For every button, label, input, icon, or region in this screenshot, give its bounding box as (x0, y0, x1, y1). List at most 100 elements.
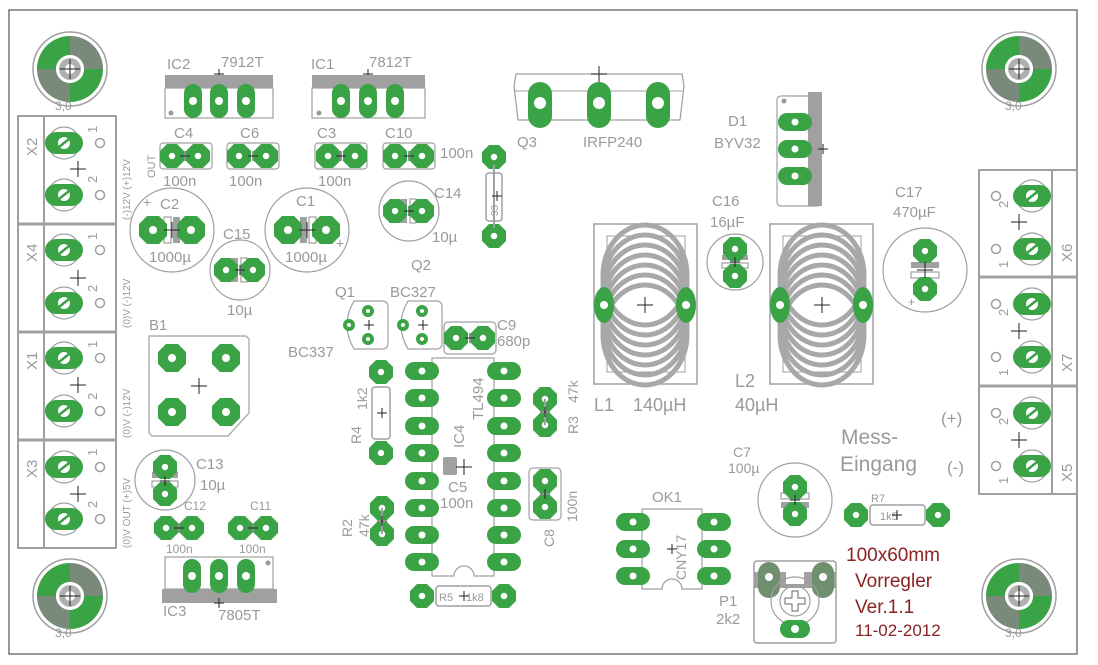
component-r2: R2 47k (339, 496, 394, 546)
hole-label: 3,0 (55, 626, 72, 640)
component-c8: 100n C8 (528, 467, 580, 547)
svg-text:C3: C3 (317, 125, 336, 142)
svg-text:C1: C1 (296, 193, 315, 210)
component-c1: C1 + 1000µ (264, 187, 350, 273)
svg-text:1: 1 (85, 126, 100, 133)
component-p1: P1 2k2 (716, 560, 837, 644)
board-date: 11-02-2012 (855, 621, 941, 640)
component-c17: C17 470µF + (882, 184, 968, 313)
mounting-hole-bottom-right (981, 558, 1057, 634)
svg-text:2: 2 (996, 201, 1011, 208)
board-version: Ver.1.1 (855, 597, 914, 618)
component-c5: C5 100n (440, 457, 473, 512)
connector-x5: 2 1 X5 (990, 395, 1076, 484)
svg-text:C9: C9 (497, 317, 516, 334)
svg-text:7812T: 7812T (369, 54, 412, 71)
component-b1: B1 (148, 317, 250, 437)
hole-label: 3,0 (1005, 99, 1022, 113)
svg-text:1: 1 (85, 341, 100, 348)
component-ok1: OK1 CNY17 (616, 489, 731, 590)
component-l1: L1 140µH (593, 224, 698, 415)
component-c16: C16 16µF (706, 193, 764, 291)
svg-text:BYV32: BYV32 (714, 135, 761, 152)
connector-x2-name: X2 (24, 138, 41, 156)
svg-text:16µF: 16µF (710, 214, 745, 231)
svg-text:B1: B1 (149, 317, 167, 334)
svg-text:47k: 47k (565, 379, 581, 403)
svg-text:7805T: 7805T (218, 607, 261, 624)
svg-text:470µF: 470µF (893, 204, 936, 221)
svg-text:1k2: 1k2 (354, 387, 370, 410)
connector-x3: X3 1 2 (24, 449, 106, 537)
component-r3: 47k R3 (533, 379, 581, 437)
svg-text:P1: P1 (719, 593, 737, 610)
svg-text:BC337: BC337 (288, 344, 334, 361)
svg-text:1000µ: 1000µ (149, 249, 191, 266)
svg-text:OK1: OK1 (652, 489, 682, 506)
component-l2: L2 40µH (735, 224, 874, 415)
svg-text:7912T: 7912T (221, 54, 264, 71)
svg-text:IC4: IC4 (451, 425, 468, 448)
svg-text:100µ: 100µ (728, 460, 759, 476)
component-r4: R4 1k2 (348, 360, 393, 465)
svg-text:C2: C2 (160, 196, 179, 213)
svg-text:1: 1 (996, 369, 1011, 376)
svg-text:1: 1 (85, 233, 100, 240)
component-c11: C11 100n (228, 499, 278, 556)
svg-text:CNY17: CNY17 (673, 535, 689, 580)
hole-label: 3,0 (1005, 626, 1022, 640)
connector-x7: 2 1 X7 (990, 286, 1076, 376)
svg-text:C7: C7 (733, 444, 751, 460)
svg-text:L2: L2 (735, 371, 755, 391)
svg-text:X1: X1 (24, 352, 41, 370)
svg-text:680p: 680p (497, 333, 530, 350)
svg-text:R7: R7 (871, 493, 885, 505)
svg-text:2k2: 2k2 (716, 611, 740, 628)
component-c12: C12 100n (154, 499, 206, 556)
component-ic2: IC2 7912T (164, 54, 274, 119)
mounting-hole-top-left (32, 31, 108, 107)
svg-text:100n: 100n (564, 491, 580, 522)
svg-text:1k5: 1k5 (880, 511, 898, 523)
component-r7: R7 1k5 (844, 493, 950, 527)
x1-voltage-label: (0)V (-)12V (122, 388, 133, 438)
svg-text:10µ: 10µ (227, 302, 253, 319)
svg-text:C10: C10 (385, 125, 413, 142)
svg-text:33: 33 (490, 204, 501, 216)
svg-text:100n: 100n (440, 495, 473, 512)
hole-label: 3,0 (55, 99, 72, 113)
svg-text:2: 2 (85, 176, 100, 183)
component-d1: D1 BYV32 (714, 92, 829, 207)
svg-text:140µH: 140µH (633, 395, 686, 415)
svg-text:C6: C6 (240, 125, 259, 142)
x4-voltage-label: (0)V (-)12V (122, 278, 133, 328)
svg-text:2: 2 (996, 418, 1011, 425)
x3-voltage-label: (0)V OUT (+)5V (122, 478, 133, 548)
out-label: OUT (146, 155, 158, 179)
board-title: Vorregler (855, 571, 933, 592)
mess-label: Mess- (841, 426, 898, 449)
svg-text:+: + (908, 295, 915, 309)
connector-strip-right (978, 169, 1078, 495)
x2-voltage-label: (-)12V (+)12V (122, 159, 133, 220)
svg-text:C14: C14 (434, 185, 462, 202)
svg-text:100n: 100n (166, 542, 193, 556)
svg-text:40µH: 40µH (735, 395, 778, 415)
svg-text:2: 2 (85, 393, 100, 400)
component-q1: Q1 BC337 (288, 284, 389, 361)
svg-text:C11: C11 (250, 499, 271, 513)
svg-text:1k8: 1k8 (466, 592, 484, 604)
svg-text:X5: X5 (1059, 464, 1076, 482)
component-c13: C13 10µ (134, 449, 226, 511)
board-size: 100x60mm (846, 545, 940, 566)
mounting-hole-top-right (981, 31, 1057, 107)
component-q2: BC327 (390, 284, 443, 350)
svg-text:1: 1 (996, 477, 1011, 484)
svg-text:Q3: Q3 (517, 134, 537, 151)
svg-text:1: 1 (996, 261, 1011, 268)
connector-strip-left (17, 115, 117, 549)
svg-text:1000µ: 1000µ (285, 249, 327, 266)
component-c14: C14 10µ (378, 180, 462, 246)
svg-text:100n: 100n (440, 145, 473, 162)
svg-text:R2: R2 (339, 519, 355, 537)
